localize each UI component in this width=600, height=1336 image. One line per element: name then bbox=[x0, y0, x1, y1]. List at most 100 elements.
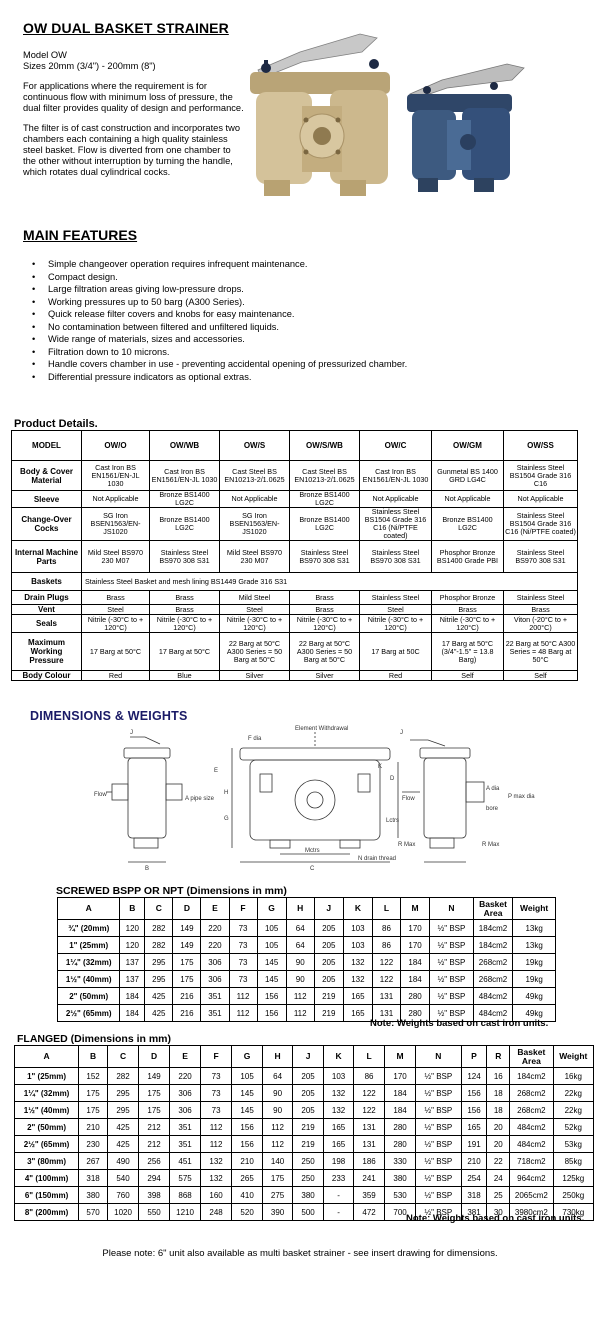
screwed-heading: SCREWED BSPP OR NPT (Dimensions in mm) bbox=[56, 885, 287, 897]
table-cell: 1¼" (32mm) bbox=[13, 1084, 80, 1102]
table-cell: 73 bbox=[228, 936, 258, 954]
table-cell: 868 bbox=[169, 1186, 202, 1204]
table-cell: 184cm2 bbox=[472, 919, 514, 937]
column-header: OW/GM bbox=[431, 430, 504, 461]
table-cell: 1¼" (32mm) bbox=[56, 953, 121, 971]
table-cell: 205 bbox=[313, 936, 344, 954]
table-cell: ½" BSP bbox=[415, 1186, 462, 1204]
table-cell: 112 bbox=[228, 1004, 258, 1022]
table-cell: 410 bbox=[231, 1186, 264, 1204]
table-cell: 184cm2 bbox=[509, 1067, 554, 1085]
column-header: Weight bbox=[512, 897, 556, 920]
flanged-note: Note: Weights based on cast iron units. bbox=[406, 1213, 585, 1224]
table-cell: 149 bbox=[172, 936, 202, 954]
table-cell: Blue bbox=[149, 670, 220, 681]
table-cell: Cast Steel BS EN10213-2/1.0625 bbox=[289, 460, 360, 491]
table-cell: 175 bbox=[138, 1084, 171, 1102]
table-cell: 140 bbox=[262, 1152, 294, 1170]
column-header: OW/S bbox=[219, 430, 290, 461]
table-cell: SG Iron BSEN1563/EN-JS1020 bbox=[81, 507, 150, 541]
table-cell: 184 bbox=[400, 953, 431, 971]
label-j: J bbox=[130, 730, 133, 736]
table-cell: 295 bbox=[144, 970, 174, 988]
label-mctrs: Mctrs bbox=[305, 848, 320, 854]
table-cell: 105 bbox=[231, 1067, 264, 1085]
table-cell: 22kg bbox=[552, 1084, 595, 1102]
table-cell: 112 bbox=[262, 1118, 294, 1136]
table-cell: 205 bbox=[292, 1067, 325, 1085]
table-cell: 2" (50mm) bbox=[56, 987, 121, 1005]
row-header: Drain Plugs bbox=[11, 590, 82, 605]
table-cell: 120 bbox=[119, 919, 146, 937]
column-header: B bbox=[119, 897, 146, 920]
table-cell: 380 bbox=[78, 1186, 109, 1204]
row-header: Maximum Working Pressure bbox=[11, 632, 82, 671]
table-cell: 131 bbox=[353, 1118, 386, 1136]
table-cell: 64 bbox=[285, 936, 315, 954]
table-cell: 170 bbox=[400, 919, 431, 937]
table-cell: Nitrile (-30°C to + 120°C) bbox=[81, 614, 150, 633]
list-item: Filtration down to 10 microns. bbox=[32, 346, 552, 359]
table-cell: Red bbox=[81, 670, 150, 681]
table-cell: 490 bbox=[107, 1152, 140, 1170]
table-cell: 250 bbox=[292, 1152, 325, 1170]
table-cell: 500 bbox=[292, 1203, 325, 1221]
table-cell: 318 bbox=[78, 1169, 109, 1187]
column-header: K bbox=[342, 897, 373, 920]
table-cell: 205 bbox=[313, 919, 344, 937]
table-cell: 2½" (65mm) bbox=[13, 1135, 80, 1153]
table-cell: 165 bbox=[460, 1118, 488, 1136]
table-cell: Mild Steel BS970 230 M07 bbox=[219, 540, 290, 573]
table-cell: 73 bbox=[200, 1067, 233, 1085]
table-cell: ½" BSP bbox=[415, 1101, 462, 1119]
table-cell: 233 bbox=[323, 1169, 355, 1187]
table-cell: 248 bbox=[200, 1203, 233, 1221]
column-header: A bbox=[13, 1045, 80, 1068]
table-cell: 132 bbox=[200, 1152, 233, 1170]
table-cell: 250 bbox=[292, 1169, 325, 1187]
list-item: Differential pressure indicators as opti… bbox=[32, 371, 552, 384]
table-cell: 156 bbox=[256, 1004, 287, 1022]
table-cell: 184 bbox=[119, 987, 146, 1005]
table-cell: 112 bbox=[262, 1135, 294, 1153]
table-cell: Not Applicable bbox=[219, 490, 290, 508]
table-cell: Brass bbox=[431, 604, 504, 615]
label-j-right: J bbox=[400, 730, 403, 736]
table-cell: 425 bbox=[107, 1135, 140, 1153]
table-cell: ½" BSP bbox=[415, 1152, 462, 1170]
table-cell: Brass bbox=[503, 604, 578, 615]
table-cell: 73 bbox=[200, 1084, 233, 1102]
table-cell: Brass bbox=[149, 604, 220, 615]
table-cell: Stainless Steel BS970 308 S31 bbox=[359, 540, 432, 573]
table-cell: 22kg bbox=[552, 1101, 595, 1119]
column-header: H bbox=[285, 897, 315, 920]
table-cell: 8" (200mm) bbox=[13, 1203, 80, 1221]
table-cell: 718cm2 bbox=[509, 1152, 554, 1170]
table-cell: 85kg bbox=[552, 1152, 595, 1170]
row-header: Seals bbox=[11, 614, 82, 633]
table-cell: 210 bbox=[460, 1152, 488, 1170]
table-cell: 964cm2 bbox=[509, 1169, 554, 1187]
table-cell: 175 bbox=[172, 953, 202, 971]
table-cell: 22 Barg at 50°C A300 Series = 50 Barg at… bbox=[219, 632, 290, 671]
table-cell: 145 bbox=[256, 970, 287, 988]
table-cell: 184 bbox=[384, 1101, 417, 1119]
table-cell: Stainless Steel BS970 308 S31 bbox=[289, 540, 360, 573]
table-cell: 198 bbox=[323, 1152, 355, 1170]
table-cell: 20 bbox=[486, 1118, 511, 1136]
row-header: Baskets bbox=[11, 572, 82, 591]
table-cell: ½" BSP bbox=[429, 919, 474, 937]
table-cell: Bronze BS1400 LG2C bbox=[289, 490, 360, 508]
table-cell: 472 bbox=[353, 1203, 386, 1221]
table-cell: 112 bbox=[285, 1004, 315, 1022]
table-cell: 175 bbox=[172, 970, 202, 988]
column-header: R bbox=[486, 1045, 511, 1068]
table-cell: 219 bbox=[292, 1118, 325, 1136]
